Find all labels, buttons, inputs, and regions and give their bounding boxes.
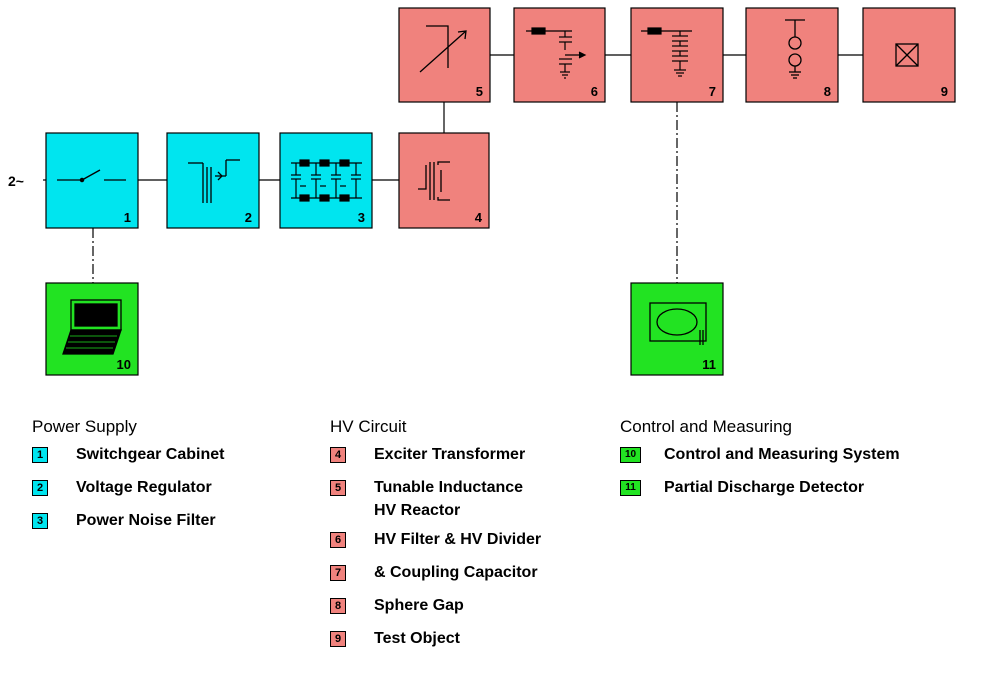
sphere-gap-icon xyxy=(785,19,805,79)
block-7-number: 7 xyxy=(709,84,716,99)
block-5-box xyxy=(398,7,491,103)
legend-label-8: Sphere Gap xyxy=(374,597,464,614)
block-4-exciter-transformer: 4 xyxy=(398,132,490,229)
legend-label-5: Tunable Inductance xyxy=(374,479,524,496)
legend-badge-11: 11 xyxy=(620,480,641,496)
block-2-voltage-regulator: 2 xyxy=(166,132,260,229)
legend-control-measuring: Control and Measuring 10 Control and Mea… xyxy=(620,414,900,506)
legend-badge-1: 1 xyxy=(32,447,48,463)
test-object-icon xyxy=(895,43,919,67)
legend-badge-9: 9 xyxy=(330,631,346,647)
legend-badge-2: 2 xyxy=(32,480,48,496)
legend-power-supply-title: Power Supply xyxy=(32,417,137,436)
coupling-capacitor-icon xyxy=(641,27,692,77)
legend-badge-10: 10 xyxy=(620,447,641,463)
legend-item-10: 10 Control and Measuring System xyxy=(620,440,900,473)
block-6-number: 6 xyxy=(591,84,598,99)
legend-power-supply: Power Supply 1 Switchgear Cabinet 2 Volt… xyxy=(32,414,224,539)
block-3-noise-filter: 3 xyxy=(279,132,373,229)
legend-label-10: Control and Measuring System xyxy=(664,446,900,463)
block-6-box xyxy=(513,7,606,103)
legend-badge-4: 4 xyxy=(330,447,346,463)
noise-filter-icon xyxy=(291,159,362,202)
block-11-number: 11 xyxy=(702,357,716,372)
block-3-box xyxy=(279,132,373,229)
legend-item-1: 1 Switchgear Cabinet xyxy=(32,440,224,473)
block-7-box xyxy=(630,7,724,103)
legend-badge-5: 5 xyxy=(330,480,346,496)
legend-control-title: Control and Measuring xyxy=(620,417,792,436)
filter-divider-icon xyxy=(526,27,587,79)
legend-label-3: Power Noise Filter xyxy=(76,512,216,529)
variable-inductor-icon xyxy=(419,25,467,73)
block-2-box xyxy=(166,132,260,229)
voltage-regulator-icon xyxy=(188,159,240,203)
block-7-coupling-capacitor: 7 xyxy=(630,7,724,103)
legend-item-4: 4 Exciter Transformer xyxy=(330,440,525,473)
block-1-switchgear: 1 xyxy=(45,132,139,229)
legend-label-2: Voltage Regulator xyxy=(76,479,212,496)
legend-item-9: 9 Test Object xyxy=(330,624,460,657)
block-11-box xyxy=(630,282,724,376)
legend-badge-3: 3 xyxy=(32,513,48,529)
legend-item-5: 5 Tunable Inductance HV Reactor xyxy=(330,473,523,525)
detector-screen-icon xyxy=(649,302,707,345)
connection-lines xyxy=(43,54,863,283)
block-1-number: 1 xyxy=(124,210,131,225)
legend-item-6: 6 HV Filter & HV Divider xyxy=(330,525,541,558)
laptop-icon xyxy=(62,299,122,355)
legend-label-4: Exciter Transformer xyxy=(374,446,526,463)
legend-item-11: 11 Partial Discharge Detector xyxy=(620,473,864,506)
legend-item-2: 2 Voltage Regulator xyxy=(32,473,212,506)
block-11-pd-detector: 11 xyxy=(630,282,724,376)
block-3-number: 3 xyxy=(358,210,365,225)
block-9-test-object: 9 xyxy=(862,7,956,103)
switch-icon xyxy=(57,169,126,183)
block-9-box xyxy=(862,7,956,103)
block-9-number: 9 xyxy=(941,84,948,99)
legend-badge-6: 6 xyxy=(330,532,346,548)
legend-item-3: 3 Power Noise Filter xyxy=(32,506,216,539)
legend-badge-7: 7 xyxy=(330,565,346,581)
block-8-number: 8 xyxy=(824,84,831,99)
block-5-number: 5 xyxy=(476,84,483,99)
block-2-number: 2 xyxy=(245,210,252,225)
block-10-box xyxy=(45,282,139,376)
block-8-sphere-gap: 8 xyxy=(745,7,839,103)
block-5-tunable-reactor: 5 xyxy=(398,7,491,103)
legend-hv-circuit: HV Circuit 4 Exciter Transformer 5 Tunab… xyxy=(330,414,541,657)
transformer-icon xyxy=(418,161,450,201)
block-10-control-system: 10 xyxy=(45,282,139,376)
legend-label-6: HV Filter & HV Divider xyxy=(374,531,542,548)
legend-item-8: 8 Sphere Gap xyxy=(330,591,464,624)
legend-label-5-line2: HV Reactor xyxy=(374,502,461,519)
legend-label-7: & Coupling Capacitor xyxy=(374,564,538,581)
hv-test-system-diagram: 2~ 1 2 xyxy=(8,7,956,376)
legend-hv-circuit-title: HV Circuit xyxy=(330,417,407,436)
block-4-box xyxy=(398,132,490,229)
ac-source-label: 2~ xyxy=(8,173,24,189)
legend-label-9: Test Object xyxy=(374,630,460,647)
block-10-number: 10 xyxy=(117,357,131,372)
block-4-number: 4 xyxy=(475,210,483,225)
legend-label-1: Switchgear Cabinet xyxy=(76,446,225,463)
legend-badge-8: 8 xyxy=(330,598,346,614)
block-6-hv-filter-divider: 6 xyxy=(513,7,606,103)
legend-item-7: 7 & Coupling Capacitor xyxy=(330,558,538,591)
legend-label-11: Partial Discharge Detector xyxy=(664,479,865,496)
